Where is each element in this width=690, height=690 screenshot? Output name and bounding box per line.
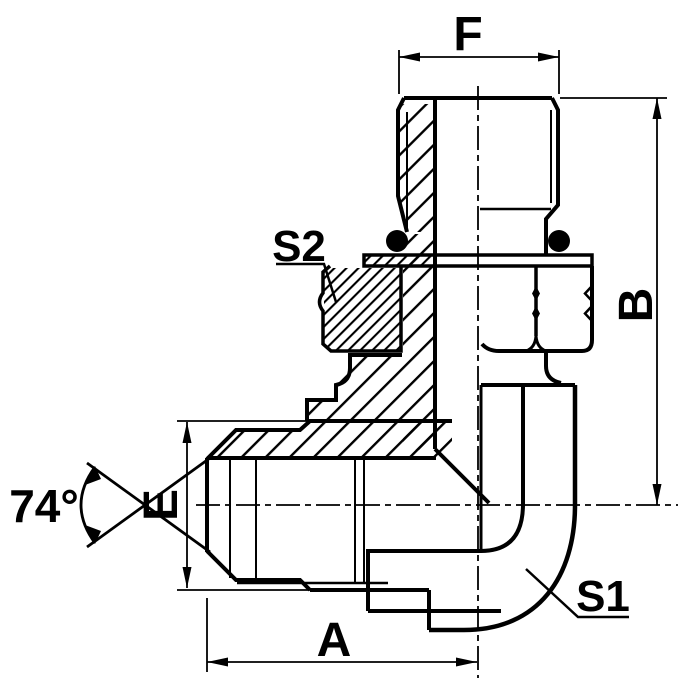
arrow-f-left [399, 52, 420, 62]
s1-leader [525, 568, 629, 619]
hatch-leg-wall [210, 420, 452, 458]
hex-vertex-marks [532, 286, 540, 321]
stud-right-edge [544, 97, 560, 254]
label-A: A [317, 614, 352, 667]
dimension-labels: F B E A S1 S2 74° [9, 8, 663, 667]
leg-lower-step [366, 549, 481, 611]
label-S2: S2 [272, 222, 326, 271]
elbow-inner-profile [480, 385, 525, 553]
dimension-arrowheads [85, 52, 662, 667]
hex-corner-nicks [583, 285, 593, 322]
elbow-outer-curve [429, 385, 578, 633]
label-F: F [453, 8, 482, 61]
s2-leader [276, 262, 338, 303]
o-ring-left [386, 230, 408, 252]
label-E: E [135, 489, 188, 521]
hatch-shoulder [307, 356, 403, 420]
hex-right-edge [581, 266, 594, 353]
centerlines [196, 86, 678, 678]
arrow-a-right [456, 657, 477, 667]
cone-line-2 [86, 461, 211, 554]
arrow-e-bottom [182, 567, 192, 588]
arrow-b-bottom [652, 484, 662, 505]
port-bottom-profile [205, 549, 312, 592]
cone-angle-arc [79, 466, 97, 544]
hex-bottom-edge [480, 342, 582, 353]
hatch-locknut [324, 268, 400, 351]
stud-left-edge [396, 97, 409, 233]
arrow-b-top [652, 98, 662, 119]
barrel-right-edge [544, 352, 562, 385]
hex-face-bottom-arc2 [525, 335, 538, 353]
label-cone-angle: 74° [9, 480, 79, 532]
label-B: B [610, 288, 663, 323]
port-top-profile [205, 419, 452, 461]
hex-face-bottom-arc1 [534, 335, 547, 353]
dimensions [79, 50, 667, 672]
o-rings [386, 230, 570, 252]
hatch-washer [364, 256, 434, 265]
cone-line-1 [86, 456, 211, 549]
hex-diamond-2 [532, 306, 540, 321]
shoulder-profile [305, 353, 402, 421]
locknut-section-outline [317, 264, 403, 353]
section-hatching [210, 104, 452, 458]
hatch-shank [403, 234, 434, 450]
hex-diamond-1 [532, 286, 540, 301]
arrow-arc-top [85, 466, 101, 485]
arrow-arc-bottom [85, 525, 101, 544]
arrow-e-top [182, 422, 192, 443]
washer-outline [362, 253, 594, 268]
body-outline [205, 96, 594, 633]
arrow-f-right [538, 52, 559, 62]
label-S1: S1 [576, 572, 630, 621]
o-ring-right [548, 230, 570, 252]
arrow-a-left [207, 657, 228, 667]
